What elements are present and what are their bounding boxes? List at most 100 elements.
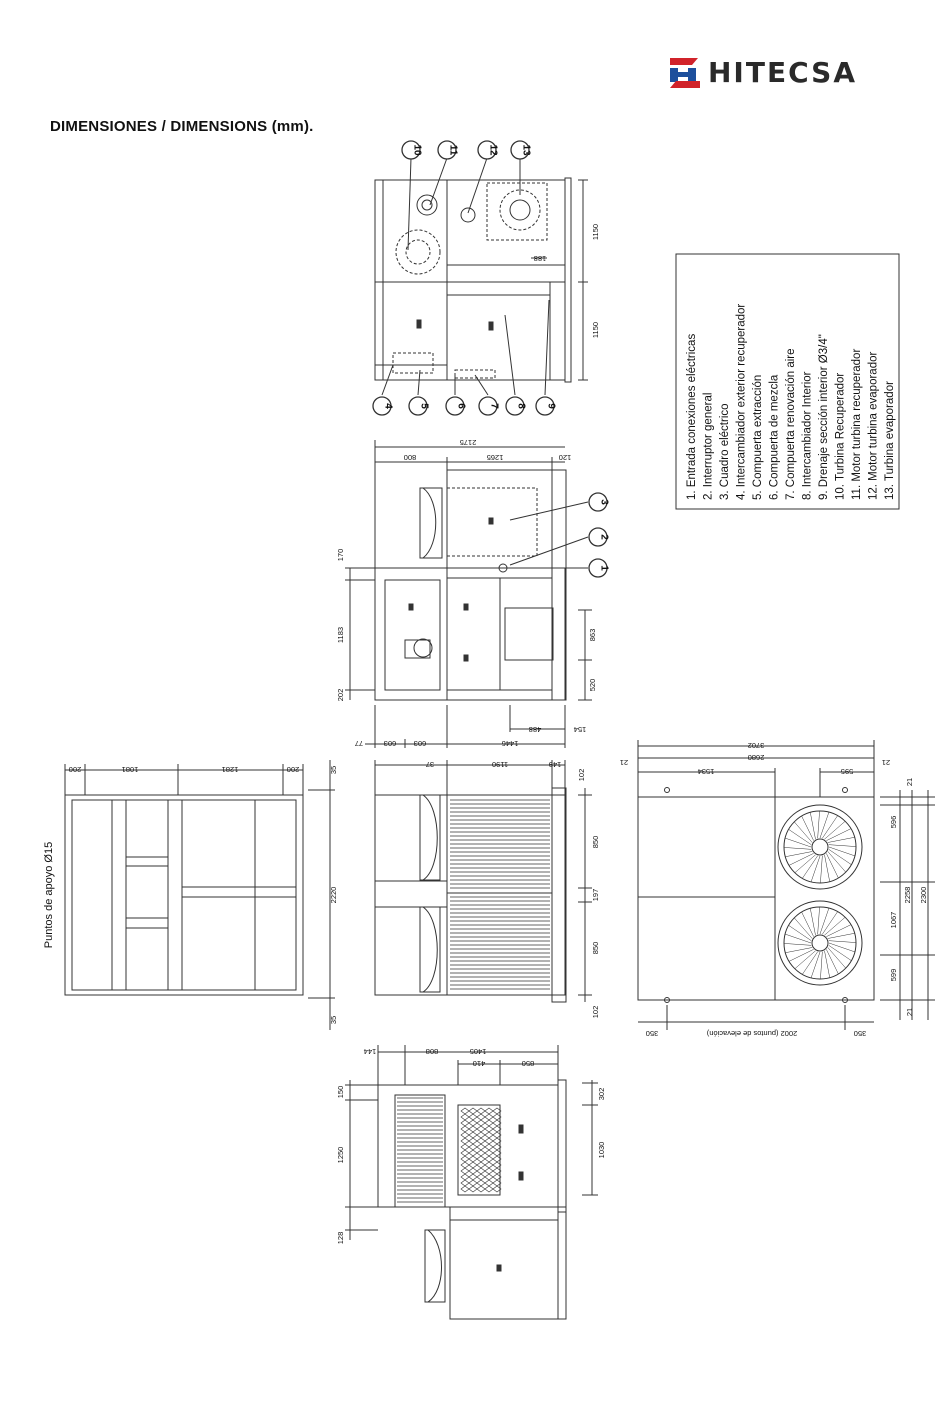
dimension-label: 102 (577, 769, 586, 782)
filter-cell (492, 1143, 502, 1151)
legend-item: 3. Cuadro eléctrico (719, 403, 731, 500)
filter-cell (460, 1179, 470, 1187)
callout-number: 1 (599, 565, 610, 571)
filter-cell (484, 1107, 494, 1115)
filter-cell (468, 1113, 478, 1121)
right-view (637, 740, 935, 1030)
filter-cell (492, 1185, 502, 1193)
filter-cell (492, 1125, 502, 1133)
dimension-label: 595 (841, 767, 854, 776)
fan-blade (824, 917, 846, 936)
filter-cell (484, 1179, 494, 1187)
dimension-label: 144 (364, 1047, 377, 1056)
filter-cell (484, 1131, 494, 1139)
filter-cell (492, 1167, 502, 1175)
filter-cell (484, 1143, 494, 1151)
legend-item: 7. Compuerta renovación aire (785, 349, 797, 501)
fan-blade (822, 911, 838, 935)
dimension-label: 1250 (336, 1147, 345, 1164)
dimension-label: 488 (529, 725, 542, 734)
fan-blade (824, 854, 830, 882)
filter-cell (476, 1119, 486, 1127)
dimension-label: 350 (646, 1029, 659, 1038)
filter-cell (468, 1119, 478, 1127)
filter-cell (460, 1143, 470, 1151)
filter-cell (484, 1173, 494, 1181)
filter-cell (460, 1107, 470, 1115)
filter-cell (492, 1173, 502, 1181)
dimension-label: 850 (591, 836, 600, 849)
filter-cell (484, 1161, 494, 1169)
legend-item: 6. Compuerta de mezcla (769, 374, 781, 500)
dimension-label: 1081 (122, 765, 139, 774)
filter-cell (492, 1161, 502, 1169)
callout-circle (478, 396, 498, 416)
filter-cell (492, 1119, 502, 1127)
fan-blade (785, 851, 813, 857)
legend-item: 9. Drenaje sección interior Ø3/4" (818, 334, 830, 500)
dimension-label: 2300 (919, 887, 928, 904)
filter-cell (476, 1107, 486, 1115)
fan-blade (828, 844, 857, 847)
filter-cell (460, 1173, 470, 1181)
fan-blade (826, 853, 839, 879)
fan-blade (785, 947, 813, 953)
dimension-label: 808 (426, 1047, 439, 1056)
legend-item: 11. Motor turbina recuperador (851, 349, 863, 500)
fan-blade (824, 950, 830, 978)
callout-circle (505, 396, 525, 416)
callout-number: 2 (599, 534, 610, 540)
dimension-label: 202 (336, 689, 345, 702)
filter-cell (468, 1125, 478, 1133)
filter-cell (460, 1131, 470, 1139)
fan-blade (783, 943, 812, 946)
base-view (64, 760, 335, 1030)
callout-number: 11 (448, 145, 459, 156)
callout-circle (510, 140, 530, 160)
filter-cell (484, 1125, 494, 1133)
dimension-label: 150 (336, 1086, 345, 1099)
fan-blade (827, 837, 855, 843)
filter-cell (484, 1137, 494, 1145)
filter-cell (468, 1131, 478, 1139)
fan-blade (802, 951, 818, 975)
filter-cell (476, 1113, 486, 1121)
dimension-label: 1446 (502, 739, 519, 748)
fan-blade (788, 925, 812, 941)
fan-blade (828, 940, 857, 943)
callout-circle (477, 140, 497, 160)
fan-blade (788, 829, 812, 845)
filter-cell (476, 1131, 486, 1139)
filter-cell (492, 1149, 502, 1157)
dimension-label: 35 (329, 766, 338, 774)
filter-cell (460, 1149, 470, 1157)
callout-circle (588, 527, 608, 547)
dimension-label: 2175 (460, 438, 477, 447)
filter-cell (468, 1167, 478, 1175)
dimension-label: 603 (414, 739, 427, 748)
dimension-label: 1183 (336, 627, 345, 643)
callout-circle (588, 492, 608, 512)
dimension-label: 149 (549, 760, 562, 769)
dimension-label: 102 (591, 1006, 600, 1019)
dimension-label: 599 (889, 969, 898, 982)
fan-blade (819, 812, 830, 839)
brand-name: HITECSA (708, 56, 857, 89)
fan-blade (828, 942, 855, 953)
filter-cell (476, 1173, 486, 1181)
callout-circle (588, 558, 608, 578)
filter-cell (468, 1185, 478, 1193)
fan-blade (828, 849, 852, 865)
dimension-label: 596 (889, 816, 898, 829)
legend-item: 2. Interruptor general (703, 393, 715, 500)
filter-cell (476, 1149, 486, 1157)
dimension-label: 1405 (470, 1047, 487, 1056)
dimension-label: 21 (905, 1008, 914, 1016)
filter-cell (476, 1137, 486, 1145)
filter-cell (468, 1173, 478, 1181)
dimension-label: 1190 (492, 760, 508, 769)
fan-blade (824, 821, 846, 840)
dimension-label: 35 (329, 1016, 338, 1024)
dimension-label: 188 (534, 254, 547, 263)
dimension-label: 603 (384, 739, 397, 748)
